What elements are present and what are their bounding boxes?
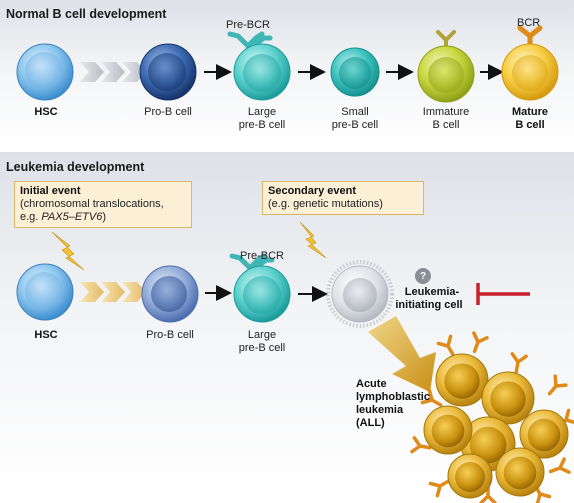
initial-event-line-1: (chromosomal translocations, — [20, 198, 164, 210]
gene-pax5: PAX5 — [41, 211, 69, 223]
mature-b-cell — [501, 43, 559, 101]
all-cell-cluster — [410, 331, 574, 503]
pro-b-cell — [141, 265, 199, 323]
question-icon — [415, 268, 431, 284]
differentiation-chevrons — [80, 62, 146, 82]
large-pre-b-label-2: pre-B cell — [238, 119, 286, 131]
lightning-icon — [299, 221, 327, 259]
large-pre-b-cell — [233, 43, 291, 101]
initial-event-suffix: ) — [102, 211, 107, 223]
bcr-receptor-icon — [436, 334, 455, 357]
leukemia-initiating-cell — [326, 260, 394, 328]
large-pre-b-cell — [233, 265, 291, 323]
immature-b-cell — [417, 45, 475, 103]
all-label-4: (ALL) — [356, 417, 385, 429]
inhibition-symbol — [476, 283, 530, 305]
small-pre-b-label-1: Small — [341, 106, 369, 118]
bcr-receptor-icon — [548, 457, 571, 474]
initial-event-title: Initial event — [20, 185, 81, 197]
leukemic-cell-nucleus — [431, 414, 465, 448]
leukemic-chevrons — [80, 282, 146, 302]
gene-separator: – — [68, 211, 75, 223]
large-pre-b-label-1: Large — [247, 106, 277, 118]
all-label-1: Acute — [356, 378, 387, 390]
hsc-label: HSC — [34, 106, 58, 118]
immature-b-label-2: B cell — [432, 119, 460, 131]
mature-b-label-1: Mature — [511, 106, 549, 118]
lic-label-2: initiating cell — [395, 299, 463, 311]
bcr-receptor-icon — [428, 479, 451, 498]
bcr-receptor-icon — [436, 30, 456, 50]
immature-b-label-1: Immature — [422, 106, 470, 118]
pre-bcr-receptor-icon — [227, 31, 273, 49]
leukemic-cell-nucleus — [503, 456, 537, 490]
leukemic-cell-nucleus — [455, 462, 485, 492]
lic-label-1: Leukemia- — [404, 286, 460, 298]
bcr-receptor-icon — [472, 331, 489, 354]
secondary-event-callout: Secondary event (e.g. genetic mutations) — [262, 181, 424, 215]
hsc-cell — [16, 43, 74, 101]
leukemic-cell-nucleus — [527, 418, 561, 452]
pro-b-label: Pro-B cell — [144, 106, 192, 118]
small-pre-b-label-2: pre-B cell — [331, 119, 379, 131]
hsc-cell — [16, 263, 74, 321]
initial-event-line-2: e.g. PAX5–ETV6) — [20, 211, 186, 224]
secondary-event-title: Secondary event — [268, 185, 357, 197]
pre-bcr-label: Pre-BCR — [240, 250, 285, 262]
bcr-receptor-icon — [420, 388, 443, 407]
lightning-icon — [51, 231, 85, 271]
bcr-receptor-icon — [510, 352, 528, 374]
pre-bcr-label: Pre-BCR — [226, 19, 271, 31]
gene-etv6: ETV6 — [74, 211, 103, 223]
leukemic-cell-nucleus — [490, 381, 526, 417]
hsc-label: HSC — [34, 329, 58, 341]
secondary-event-line-1: (e.g. genetic mutations) — [268, 198, 383, 210]
leukemia-heading: Leukemia development — [6, 160, 145, 174]
initial-event-prefix: e.g. — [20, 211, 42, 223]
large-pre-b-label-2: pre-B cell — [238, 342, 286, 354]
bcr-receptor-icon — [410, 436, 432, 454]
initial-event-callout: Initial event (chromosomal translocation… — [14, 181, 192, 228]
bcr-receptor-icon — [547, 374, 568, 396]
normal-heading: Normal B cell development — [6, 7, 167, 21]
question-mark: ? — [419, 271, 427, 282]
pre-bcr-receptor-icon — [229, 253, 275, 271]
small-pre-b-cell — [330, 47, 380, 97]
bcr-receptor-icon — [517, 25, 543, 49]
large-pre-b-label-1: Large — [247, 329, 277, 341]
pro-b-label: Pro-B cell — [146, 329, 194, 341]
all-label-2: lymphoblastic — [356, 391, 430, 403]
leukemic-cell-nucleus — [469, 426, 507, 464]
expansion-arrow — [368, 316, 436, 392]
all-label-3: leukemia — [356, 404, 404, 416]
bcr-label: BCR — [517, 17, 541, 29]
leukemic-cell-nucleus — [444, 363, 480, 399]
pro-b-cell — [139, 43, 197, 101]
mature-b-label-2: B cell — [515, 119, 545, 131]
